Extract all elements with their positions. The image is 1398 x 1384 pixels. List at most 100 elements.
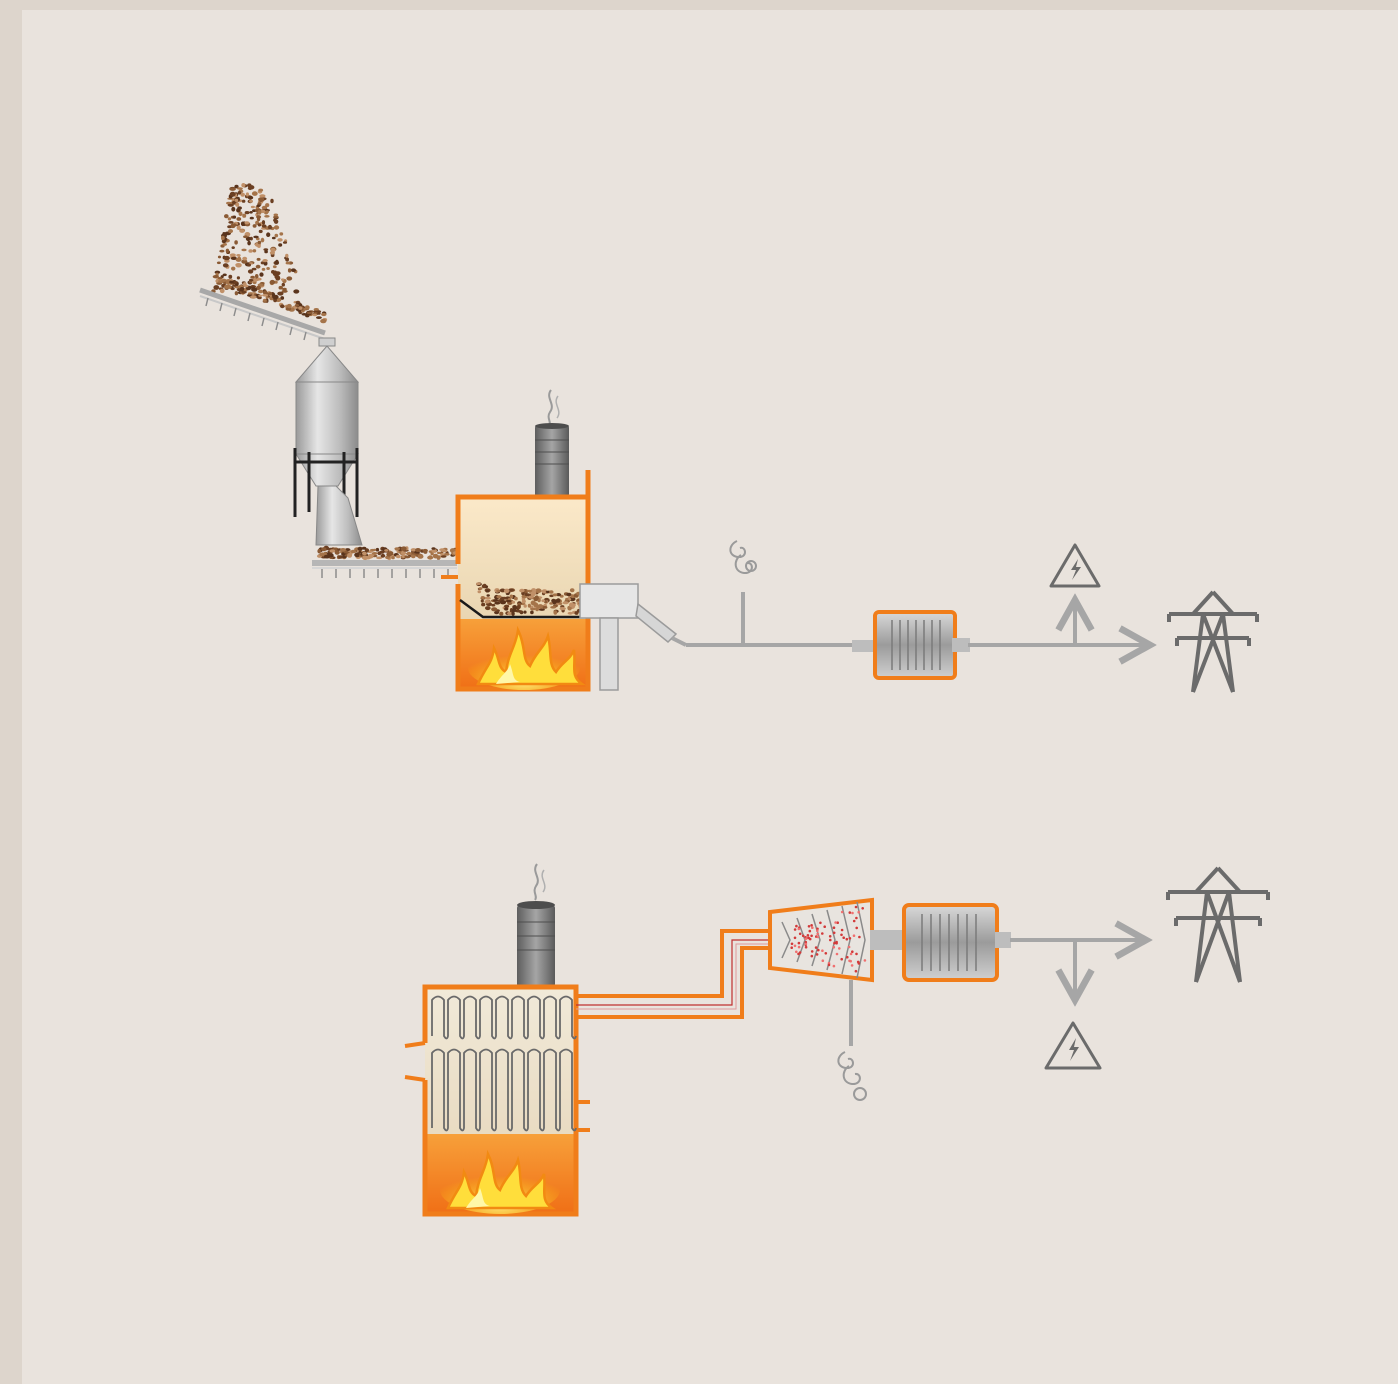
pellet <box>536 604 540 608</box>
pellet <box>250 295 257 299</box>
pellet <box>234 240 238 245</box>
pellet <box>241 291 247 294</box>
pellet <box>549 594 554 598</box>
turbine-blade <box>781 921 791 959</box>
pellet <box>256 215 262 219</box>
steam-particle <box>833 941 836 945</box>
chimney-icon <box>535 389 569 496</box>
pellet <box>556 598 561 603</box>
pellet <box>262 298 267 302</box>
pellet <box>271 236 276 240</box>
pellet <box>252 224 257 228</box>
pellet <box>252 278 258 282</box>
pellet <box>245 192 249 197</box>
pellet <box>400 551 407 555</box>
steam-particle <box>816 935 820 939</box>
pellet <box>552 593 558 597</box>
pellet <box>329 549 336 553</box>
pellet <box>230 256 238 260</box>
pellet <box>511 608 517 613</box>
pellet <box>228 221 234 224</box>
pellet <box>367 554 374 559</box>
steam-particle <box>834 921 837 924</box>
pellet <box>261 267 266 271</box>
pellet <box>249 236 253 241</box>
pellet <box>541 599 545 603</box>
steam-particle <box>852 934 856 937</box>
pellet <box>261 220 266 225</box>
steam-particle <box>804 942 808 946</box>
pellet <box>229 187 236 191</box>
pellet <box>247 240 251 246</box>
pellet <box>282 287 287 291</box>
pellet <box>550 606 557 609</box>
turbine-blade <box>796 917 806 963</box>
pellet <box>265 296 269 299</box>
pellet <box>316 316 322 319</box>
pellet <box>491 603 496 607</box>
pellet <box>476 582 481 585</box>
power-pylon-icon <box>1167 590 1259 693</box>
pellet <box>212 275 219 279</box>
pellet <box>535 588 542 593</box>
electricity-warning-icon <box>1049 543 1101 588</box>
steam-particle <box>851 950 854 953</box>
pellet <box>376 556 383 560</box>
process-steam-turbine-cycle <box>404 863 1270 1217</box>
steam-particle <box>857 910 860 914</box>
steam-particle <box>801 934 805 938</box>
pellet <box>239 229 245 233</box>
pellet <box>244 211 250 215</box>
pellet <box>506 599 512 603</box>
pellet <box>519 588 525 593</box>
pellet <box>270 198 274 204</box>
pellet <box>480 599 484 603</box>
pellet <box>253 235 259 239</box>
pellet <box>235 257 242 262</box>
pellet <box>256 204 261 208</box>
pellet <box>223 255 230 261</box>
pellet <box>485 589 490 593</box>
steam-particle <box>804 945 808 949</box>
pellet <box>231 246 235 250</box>
pellet <box>236 276 240 280</box>
pellet <box>395 548 399 551</box>
pellet <box>249 216 254 220</box>
pellet <box>224 214 229 219</box>
pellet <box>481 584 486 589</box>
pellet <box>523 610 527 614</box>
pellet <box>290 268 296 273</box>
pellet <box>427 555 434 560</box>
steam-particle <box>795 924 798 928</box>
pellet <box>320 318 327 324</box>
pellet <box>218 277 223 280</box>
pellet <box>410 548 417 552</box>
pellet <box>222 263 229 268</box>
pellet <box>300 310 305 313</box>
pellet <box>423 550 428 554</box>
steam-particle <box>815 953 819 956</box>
heat-exchanger-coil <box>431 995 577 1040</box>
pellet <box>514 596 518 601</box>
pellet <box>477 590 482 594</box>
pellet <box>312 313 317 317</box>
pellet <box>542 606 548 609</box>
pellet <box>247 263 251 267</box>
pellet <box>285 257 289 262</box>
pellet <box>277 238 283 242</box>
pellet <box>227 225 233 229</box>
power-output-line <box>1010 940 1146 1000</box>
pellet <box>257 240 262 245</box>
pellet <box>562 601 569 605</box>
pellet <box>486 594 490 597</box>
pellet <box>527 603 532 608</box>
pellet <box>551 598 556 603</box>
steam-particle <box>797 941 801 945</box>
steam-particle <box>819 921 822 925</box>
pellet <box>252 249 257 253</box>
pellet <box>480 596 485 599</box>
pellet <box>319 552 326 557</box>
steam-particle <box>821 959 825 962</box>
generator-icon <box>852 610 970 680</box>
steam-particle <box>821 932 824 935</box>
